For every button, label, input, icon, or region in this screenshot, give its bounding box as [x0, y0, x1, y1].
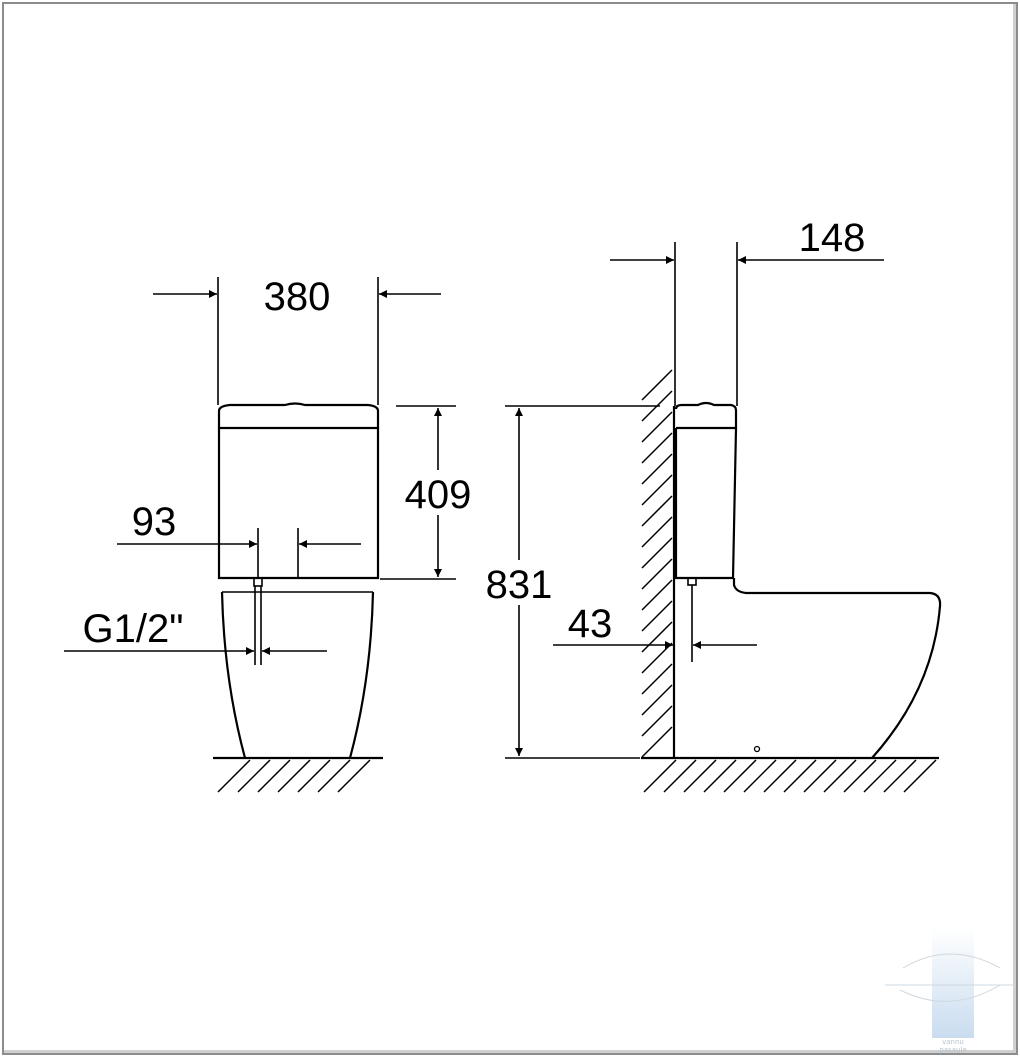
watermark-line1: vannu — [942, 1038, 964, 1046]
floor-hatch-line — [237, 759, 271, 793]
dimension-g12-label: G1/2" — [83, 607, 184, 651]
wall-hatch-line — [641, 537, 673, 569]
floor-hatch-line — [763, 759, 797, 793]
floor-hatch-line — [663, 759, 697, 793]
floor-hatch-line — [723, 759, 757, 793]
floor-hatch-line — [337, 759, 371, 793]
floor-hatch-line — [883, 759, 917, 793]
floor-hatch-line — [783, 759, 817, 793]
front-floor — [213, 756, 383, 793]
side-floor — [641, 756, 939, 793]
floor-hatch-line — [683, 759, 717, 793]
dimension-g12: G1/2" — [64, 607, 327, 655]
floor-hatch-line — [703, 759, 737, 793]
floor-hatch-line — [823, 759, 857, 793]
floor-hatch-line — [643, 759, 677, 793]
wall-hatch-line — [641, 516, 673, 548]
side-pan — [732, 578, 942, 759]
floor-hatch-line — [843, 759, 877, 793]
floor-hatch-line — [297, 759, 331, 793]
wall-hatch-line — [641, 705, 673, 737]
fixing-point — [753, 745, 761, 753]
watermark-logo: vannu pasaule — [885, 928, 1015, 1054]
wall-hatch-line — [641, 495, 673, 527]
floor-hatch-line — [903, 759, 937, 793]
floor-hatch-line — [257, 759, 291, 793]
dimension-831: 831 — [486, 405, 660, 759]
wall-hatch-line — [641, 432, 673, 464]
wall-hatch-line — [641, 579, 673, 611]
dimension-43-label: 43 — [568, 602, 613, 646]
dimension-43: 43 — [553, 602, 757, 649]
wall-hatch-line — [641, 558, 673, 590]
dimension-148: 148 — [610, 216, 884, 406]
wall-hatch-line — [641, 621, 673, 653]
dimension-380-label: 380 — [264, 275, 331, 319]
floor-hatch-line — [803, 759, 837, 793]
wall-hatch-line — [641, 600, 673, 632]
wall-hatch-line — [641, 684, 673, 716]
side-tank — [674, 401, 738, 580]
dimension-409: 409 — [380, 405, 472, 580]
dimension-93-label: 93 — [132, 500, 177, 544]
watermark-line2: pasaule — [939, 1046, 966, 1054]
floor-hatch-line — [743, 759, 777, 793]
floor-hatch-line — [277, 759, 311, 793]
floor-hatch-line — [863, 759, 897, 793]
dimension-148-label: 148 — [799, 216, 866, 260]
wall-hatch-line — [641, 726, 673, 758]
dimension-380: 380 — [153, 275, 441, 405]
dimension-831-label: 831 — [486, 563, 553, 607]
floor-hatch-line — [317, 759, 351, 793]
dimension-93: 93 — [117, 500, 361, 578]
wall-hatch-line — [641, 411, 673, 443]
front-view: 380 409 93 G1/2" — [64, 275, 472, 793]
wall-hatch-line — [641, 663, 673, 695]
wall-hatch-line — [641, 369, 673, 401]
dimension-409-label: 409 — [405, 473, 472, 517]
wall-hatch-line — [641, 474, 673, 506]
front-inlet-pipe — [253, 577, 263, 665]
front-pedestal — [220, 591, 375, 759]
floor-hatch-line — [217, 759, 251, 793]
side-view: 148 831 43 — [486, 216, 942, 793]
side-wall — [641, 369, 676, 758]
wall-hatch-line — [641, 453, 673, 485]
side-inlet-pipe — [687, 577, 697, 662]
